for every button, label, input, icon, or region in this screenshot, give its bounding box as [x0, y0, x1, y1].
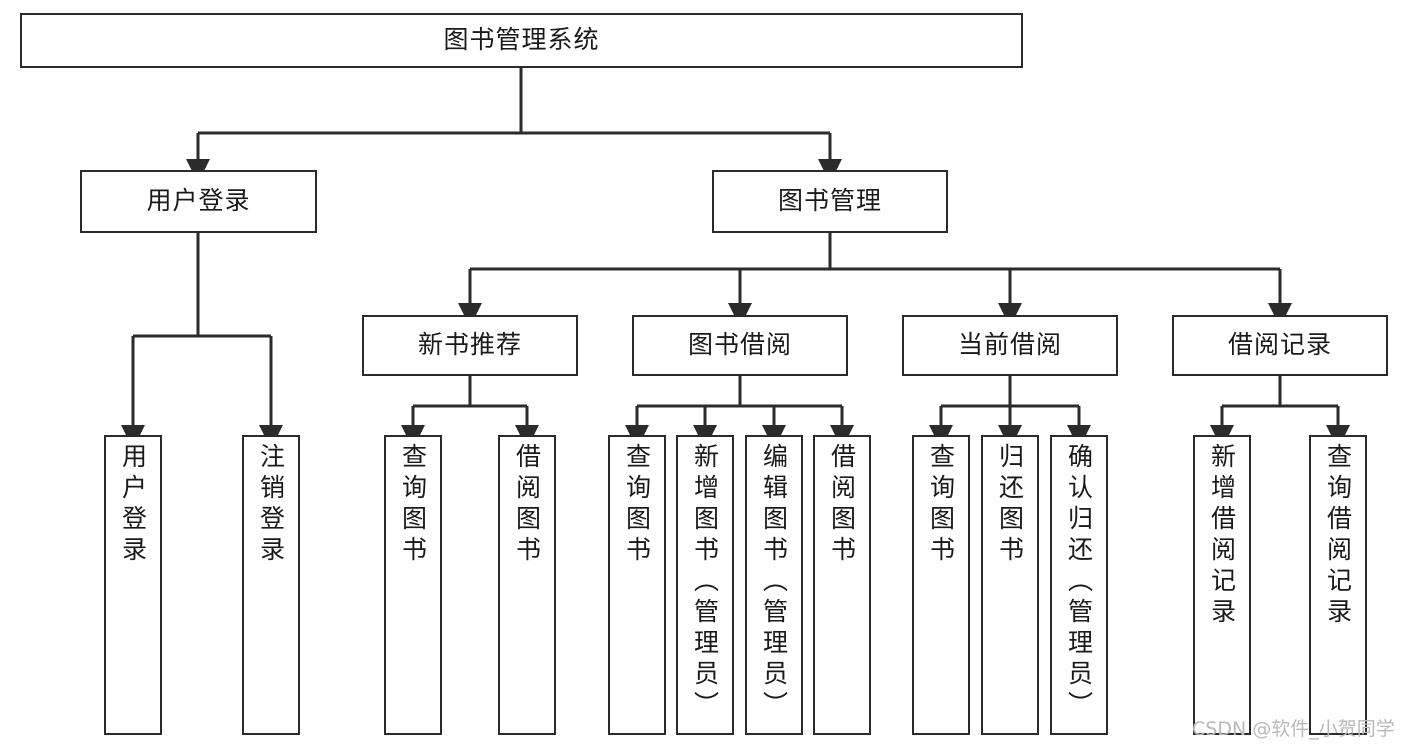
node-book-borrow[interactable]: 图书借阅	[632, 315, 848, 376]
node-leaf-label: 查询图书	[622, 443, 652, 567]
node-borrow-record[interactable]: 借阅记录	[1172, 315, 1388, 376]
node-leaf-borrow-record-add[interactable]: 新增借阅记录	[1193, 435, 1251, 735]
node-user-login[interactable]: 用户登录	[80, 170, 317, 233]
node-leaf-current-borrow-query[interactable]: 查询图书	[912, 435, 970, 735]
node-leaf-book-borrow-add[interactable]: 新增图书（管理员）	[676, 435, 734, 735]
node-leaf-user-login-logout[interactable]: 注销登录	[242, 435, 300, 735]
node-leaf-book-borrow-query[interactable]: 查询图书	[608, 435, 666, 735]
node-book-manage[interactable]: 图书管理	[712, 170, 948, 233]
node-leaf-label: 新增借阅记录	[1207, 443, 1237, 629]
node-current-borrow-label: 当前借阅	[957, 330, 1062, 360]
node-leaf-label: 查询图书	[926, 443, 956, 567]
node-new-book-recommend[interactable]: 新书推荐	[362, 315, 578, 376]
node-book-borrow-label: 图书借阅	[687, 330, 792, 360]
node-new-book-recommend-label: 新书推荐	[417, 330, 522, 360]
node-leaf-new-book-borrow[interactable]: 借阅图书	[498, 435, 556, 735]
node-leaf-label: 归还图书	[995, 443, 1025, 567]
node-current-borrow[interactable]: 当前借阅	[902, 315, 1118, 376]
node-leaf-book-borrow-edit[interactable]: 编辑图书（管理员）	[745, 435, 803, 735]
node-root-label: 图书管理系统	[443, 25, 600, 55]
node-leaf-user-login-login[interactable]: 用户登录	[104, 435, 162, 735]
node-book-manage-label: 图书管理	[777, 186, 882, 216]
node-leaf-label: 新增图书（管理员）	[690, 443, 720, 722]
node-leaf-label: 编辑图书（管理员）	[759, 443, 789, 722]
node-leaf-label: 查询图书	[398, 443, 428, 567]
node-leaf-label: 确认归还（管理员）	[1064, 443, 1094, 722]
node-leaf-current-borrow-confirm[interactable]: 确认归还（管理员）	[1050, 435, 1108, 735]
node-leaf-label: 注销登录	[256, 443, 286, 567]
node-leaf-borrow-record-query[interactable]: 查询借阅记录	[1309, 435, 1367, 735]
node-leaf-label: 用户登录	[118, 443, 148, 567]
node-leaf-book-borrow-borrow[interactable]: 借阅图书	[813, 435, 871, 735]
node-leaf-label: 借阅图书	[827, 443, 857, 567]
node-leaf-label: 查询借阅记录	[1323, 443, 1353, 629]
node-leaf-new-book-query[interactable]: 查询图书	[384, 435, 442, 735]
node-user-login-label: 用户登录	[146, 186, 251, 216]
node-borrow-record-label: 借阅记录	[1227, 330, 1332, 360]
node-leaf-label: 借阅图书	[512, 443, 542, 567]
node-leaf-current-borrow-return[interactable]: 归还图书	[981, 435, 1039, 735]
node-root[interactable]: 图书管理系统	[20, 13, 1023, 68]
